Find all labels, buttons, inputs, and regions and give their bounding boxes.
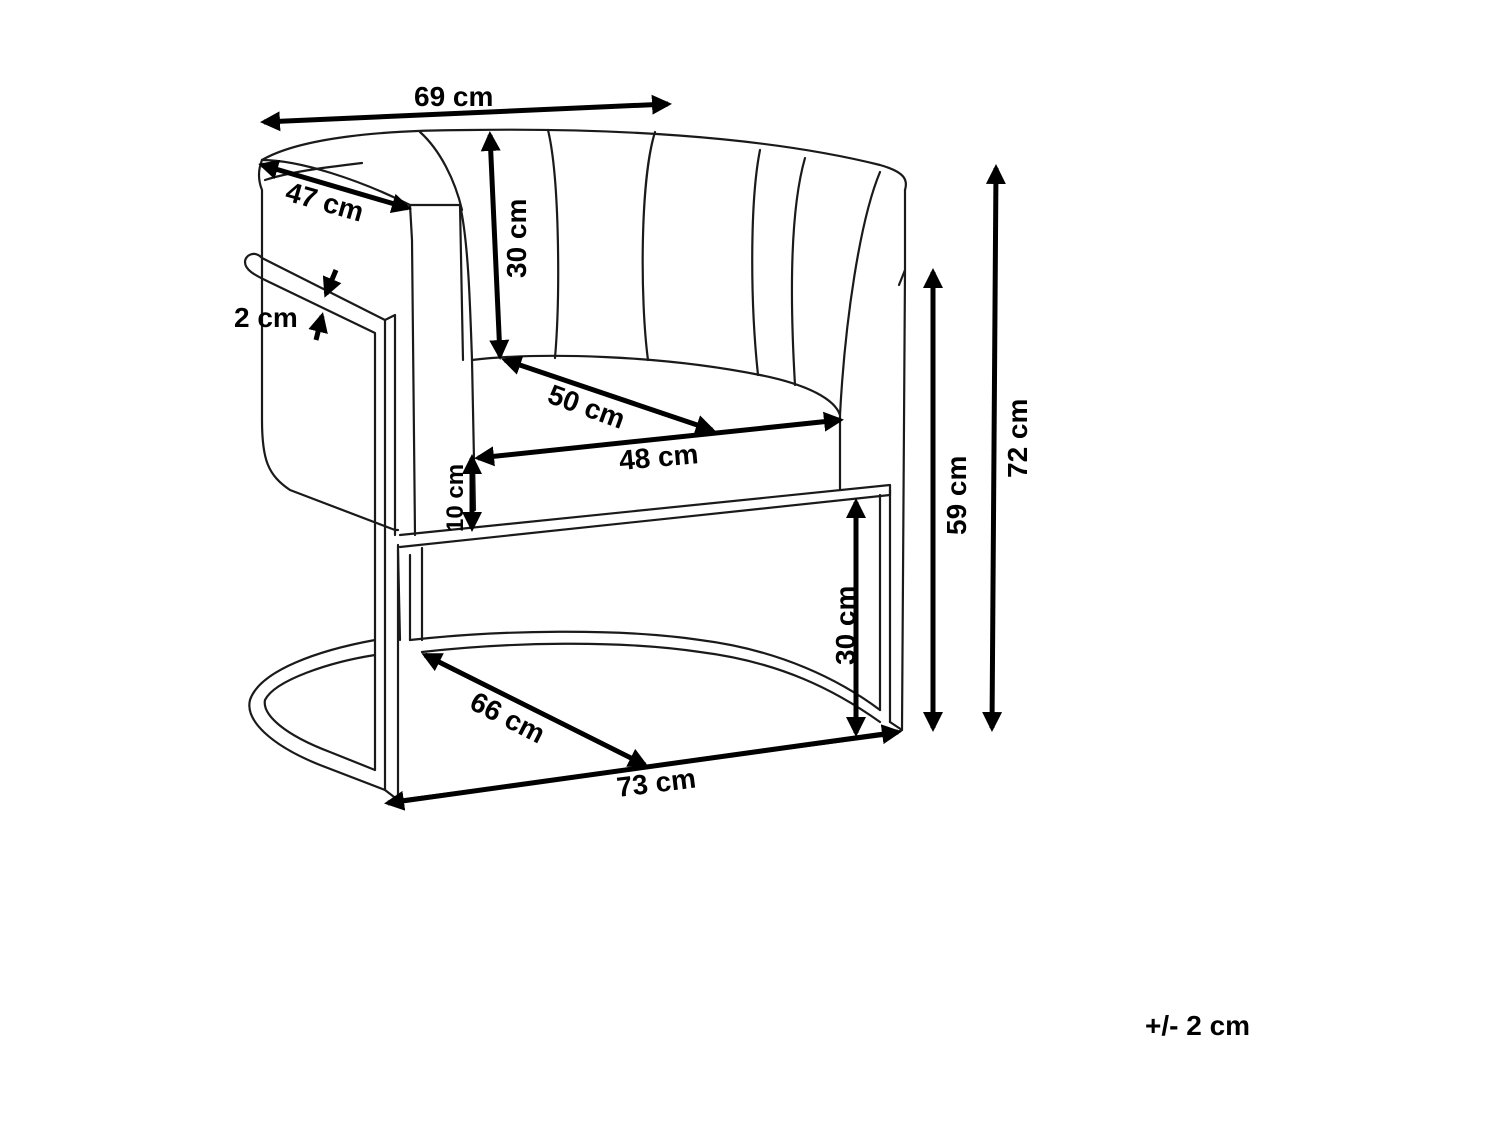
dim-arrow-frame-bottom: [308, 312, 328, 341]
chair-outline: [243, 128, 907, 802]
dim-arrow-width-top: [260, 94, 672, 132]
label-frame-thickness: 2 cm: [234, 302, 298, 333]
label-seat-height: 30 cm: [830, 586, 861, 665]
label-cushion-height: 10 cm: [442, 464, 469, 532]
dim-arrow-frame-top: [322, 269, 342, 298]
dim-arrow-base-width: [384, 724, 902, 811]
tolerance-note: +/- 2 cm: [1145, 1010, 1251, 1041]
label-arm-height: 59 cm: [941, 456, 972, 535]
dim-arrow-total-height: [982, 164, 1006, 732]
dimension-arrows: [258, 94, 1006, 811]
label-seat-width: 48 cm: [618, 438, 700, 476]
label-back-height: 30 cm: [501, 199, 532, 278]
dim-arrow-armrest-depth: [258, 159, 412, 214]
label-total-height: 72 cm: [1002, 399, 1033, 478]
label-width-top: 69 cm: [414, 81, 493, 112]
dim-arrow-back-height: [480, 131, 510, 360]
dim-arrow-seat-width: [474, 411, 844, 467]
